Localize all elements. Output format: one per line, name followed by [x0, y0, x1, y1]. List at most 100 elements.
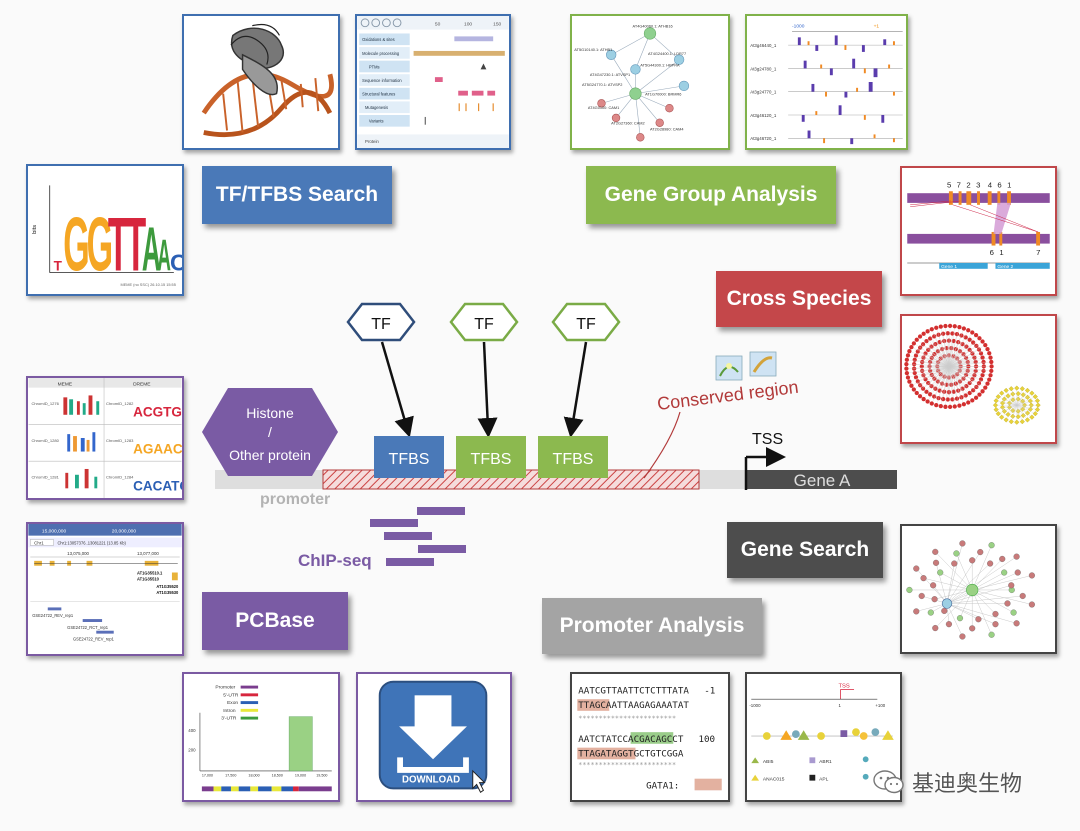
svg-text:ABI5: ABI5	[763, 759, 774, 765]
svg-text:TSS: TSS	[839, 684, 850, 690]
tf-label-2: TF	[474, 316, 494, 333]
svg-text:1: 1	[839, 703, 842, 708]
svg-text:Variants: Variants	[369, 119, 384, 124]
svg-text:Exon: Exon	[227, 700, 238, 706]
tfbs-box-2	[456, 436, 526, 478]
svg-text:G: G	[63, 204, 89, 288]
svg-text:Oxidations & sites: Oxidations & sites	[362, 37, 395, 42]
ppi-network-thumbnail	[900, 314, 1057, 444]
svg-text:17,000: 17,000	[202, 774, 213, 778]
gene-search-label[interactable]: Gene Search	[727, 522, 883, 578]
svg-text:AT1G35510: AT1G35510	[137, 576, 160, 581]
rice-icon	[749, 351, 777, 377]
pcbase-label[interactable]: PCBase	[202, 592, 348, 650]
svg-text:Chr1: Chr1	[34, 540, 44, 545]
svg-text:AATCGTTAATTCTCTTTATA: AATCGTTAATTCTCTTTATA	[578, 685, 689, 696]
tf-arrow-2	[477, 341, 498, 438]
gene-group-label[interactable]: Gene Group Analysis	[586, 166, 836, 224]
tfbs-label-2: TFBS	[471, 451, 512, 468]
svg-text:13,075,000: 13,075,000	[67, 551, 89, 556]
svg-text:MEME: MEME	[58, 382, 73, 388]
svg-text:DREME: DREME	[133, 382, 151, 388]
svg-text:7: 7	[1036, 248, 1040, 257]
svg-text:+1: +1	[874, 24, 880, 30]
cross-species-label[interactable]: Cross Species	[716, 271, 882, 327]
svg-text:+100: +100	[875, 703, 885, 708]
svg-text:50: 50	[435, 22, 441, 28]
svg-text:AT4G24400.1: LDR77: AT4G24400.1: LDR77	[648, 51, 686, 56]
svg-text:A: A	[157, 232, 171, 282]
conserved-label: Conserved region	[656, 377, 799, 414]
svg-text:1: 1	[1007, 180, 1011, 189]
tfbs-box-3	[538, 436, 608, 478]
svg-text:1: 1	[999, 248, 1003, 257]
svg-text:GATA1:: GATA1:	[646, 780, 679, 791]
arabidopsis-icon	[715, 355, 743, 381]
svg-text:20,000,000: 20,000,000	[112, 529, 137, 535]
wechat-icon	[873, 770, 904, 794]
svg-text:AATCTATCCACGACAGCCT: AATCTATCCACGACAGCCT	[578, 734, 684, 745]
svg-text:ACGTGTC: ACGTGTC	[133, 405, 182, 420]
svg-text:200: 200	[188, 748, 196, 753]
gene-a-bar	[745, 470, 897, 489]
svg-text:150: 150	[493, 22, 501, 28]
svg-text:At3g46120_1: At3g46120_1	[750, 113, 777, 118]
svg-text:5'-UTR: 5'-UTR	[223, 692, 239, 698]
sequence-logo-thumbnail: bits T G G T T A A C MEME (no SSC) 26.10…	[26, 164, 184, 296]
svg-text:-1: -1	[704, 685, 715, 696]
svg-text:Structural features: Structural features	[362, 92, 395, 97]
tf-hexagon-2	[449, 302, 519, 342]
tf-search-label[interactable]: TF/TFBS Search	[202, 166, 392, 224]
svg-text:************************: ************************	[578, 715, 676, 723]
svg-text:3'-UTR: 3'-UTR	[221, 716, 237, 722]
svg-text:AT1G35530: AT1G35530	[156, 590, 179, 595]
svg-text:19,000: 19,000	[295, 774, 306, 778]
tf-arrow-1	[380, 341, 414, 438]
svg-text:Gene 1: Gene 1	[941, 264, 957, 270]
promoter-analysis-label[interactable]: Promoter Analysis	[542, 598, 762, 654]
svg-text:ChromID_1276: ChromID_1276	[31, 401, 59, 406]
tf-label-3: TF	[576, 316, 596, 333]
promoter-label: promoter	[260, 491, 330, 508]
svg-text:T: T	[125, 204, 146, 288]
tf-hexagon-3	[551, 302, 621, 342]
svg-text:At3g24780_1: At3g24780_1	[750, 66, 777, 71]
svg-text:AT5G24770.1: ATVSP2: AT5G24770.1: ATVSP2	[582, 82, 622, 87]
svg-text:5: 5	[947, 180, 951, 189]
svg-text:bits: bits	[32, 225, 38, 234]
conserved-hatch	[322, 469, 700, 490]
chipseq-reads	[370, 507, 466, 566]
svg-text:DOWNLOAD: DOWNLOAD	[402, 775, 460, 786]
svg-text:AT4G40060.1: ATHB16: AT4G40060.1: ATHB16	[633, 24, 673, 29]
svg-text:AT5G44300.1: HBPRA: AT5G44300.1: HBPRA	[640, 62, 680, 67]
histone-hexagon	[202, 388, 338, 476]
svg-text:************************: ************************	[578, 761, 676, 769]
svg-text:6: 6	[997, 180, 1001, 189]
histone-text-1: Histone	[246, 405, 294, 421]
meme-dreme-thumbnail: MEME DREME ChromID_1276 ChromID_1280 Chr…	[26, 376, 184, 500]
download-thumbnail[interactable]: DOWNLOAD	[356, 672, 512, 802]
svg-text:Sequence information: Sequence information	[362, 78, 402, 83]
svg-text:Intron: Intron	[223, 708, 236, 714]
svg-text:G: G	[87, 204, 113, 288]
svg-text:19,500: 19,500	[316, 774, 327, 778]
dna-structure-thumbnail	[182, 14, 340, 150]
svg-text:GSE24722_RCT_rep1: GSE24722_RCT_rep1	[67, 625, 109, 630]
svg-text:Chr1:13057376..13081221 (13.85: Chr1:13057376..13081221 (13.85 Kb)	[57, 540, 126, 545]
svg-text:AT1G35520: AT1G35520	[156, 584, 179, 589]
svg-text:15,000,000: 15,000,000	[42, 529, 67, 535]
sequence-thumbnail: AATCGTTAATTCTCTTTATA -1 TTAGCAATTAAGAGAA…	[570, 672, 730, 802]
watermark-text: 基迪奥生物	[912, 772, 1023, 797]
svg-text:AT1G70000: BRMR6: AT1G70000: BRMR6	[645, 92, 681, 97]
svg-text:AT2G27360: CAM2: AT2G27360: CAM2	[611, 121, 645, 126]
svg-text:At3g46440_1: At3g46440_1	[750, 43, 777, 48]
tfbs-label-1: TFBS	[389, 451, 430, 468]
svg-text:-1000: -1000	[792, 24, 805, 30]
gene-a-label: Gene A	[794, 471, 851, 490]
gene-network-thumbnail	[900, 524, 1057, 654]
histone-text-2: /	[268, 424, 272, 440]
svg-text:At3g24770_1: At3g24770_1	[750, 90, 777, 95]
tfbs-label-3: TFBS	[553, 451, 594, 468]
watermark: 基迪奥生物	[872, 766, 1022, 798]
svg-text:C: C	[170, 250, 182, 276]
